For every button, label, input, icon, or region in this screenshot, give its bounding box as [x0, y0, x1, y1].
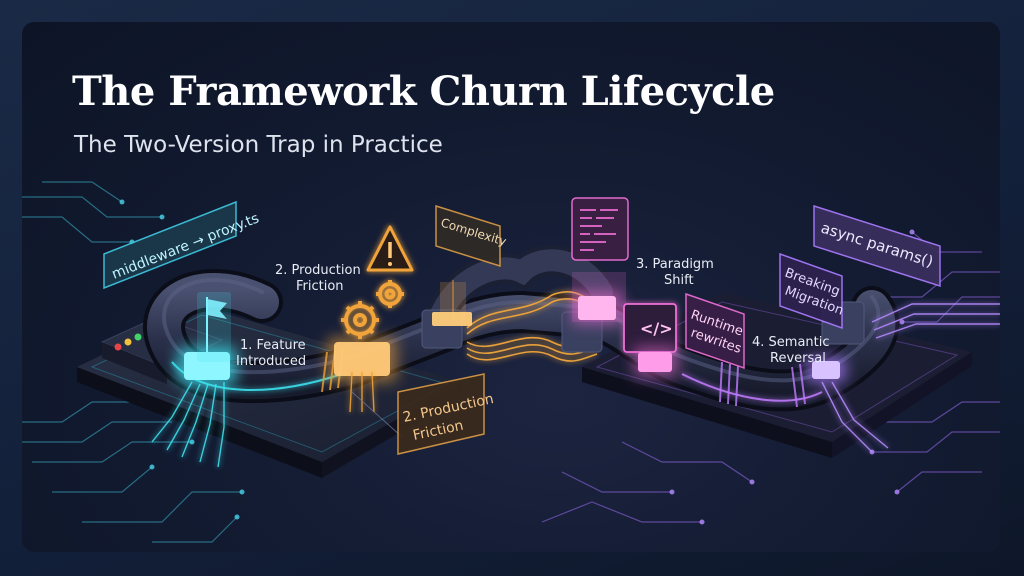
stage2-line2: Friction	[296, 279, 344, 294]
flag-icon	[207, 299, 227, 319]
circuit-nodes-right	[669, 229, 915, 525]
stage2-panel: 2. Production Friction	[397, 373, 495, 455]
code-glyph-box	[623, 303, 678, 377]
runtime-panel: Runtime rewrites	[685, 292, 745, 370]
stage1-line2: Introduced	[236, 354, 306, 369]
stage1-line1: 1. Feature	[240, 338, 306, 353]
green-dot-icon	[134, 333, 142, 341]
warning-icon	[366, 225, 414, 272]
code-glyph-text: </>	[640, 319, 673, 338]
code-window-icon	[571, 197, 629, 261]
stage3-line2: Shift	[664, 273, 694, 288]
gear-icon	[341, 280, 404, 339]
yellow-dot-icon	[124, 338, 132, 346]
stage-labels: 1. Feature Introduced 2. Production Fric…	[236, 257, 830, 369]
stage4-node	[806, 303, 1000, 453]
complexity-panel: Complexity	[435, 204, 508, 268]
stage3-node	[571, 197, 678, 377]
stage2-line1: 2. Production	[275, 263, 361, 278]
stage4-line1: 4. Semantic	[752, 335, 830, 350]
stage4-line2: Reversal	[770, 351, 826, 366]
diagram-card: middleware → proxy.ts 2. Production Fric…	[22, 22, 1000, 552]
stage2-node	[327, 225, 472, 413]
circuit-traces-right	[541, 231, 1000, 523]
circuit-traces-left	[22, 181, 242, 543]
lifecycle-diagram: middleware → proxy.ts 2. Production Fric…	[22, 181, 1000, 543]
page-title: The Framework Churn Lifecycle	[72, 68, 775, 115]
red-dot-icon	[114, 343, 122, 351]
page-subtitle: The Two-Version Trap in Practice	[74, 132, 443, 158]
stage1-node	[151, 292, 237, 468]
stage3-line1: 3. Paradigm	[636, 257, 714, 272]
